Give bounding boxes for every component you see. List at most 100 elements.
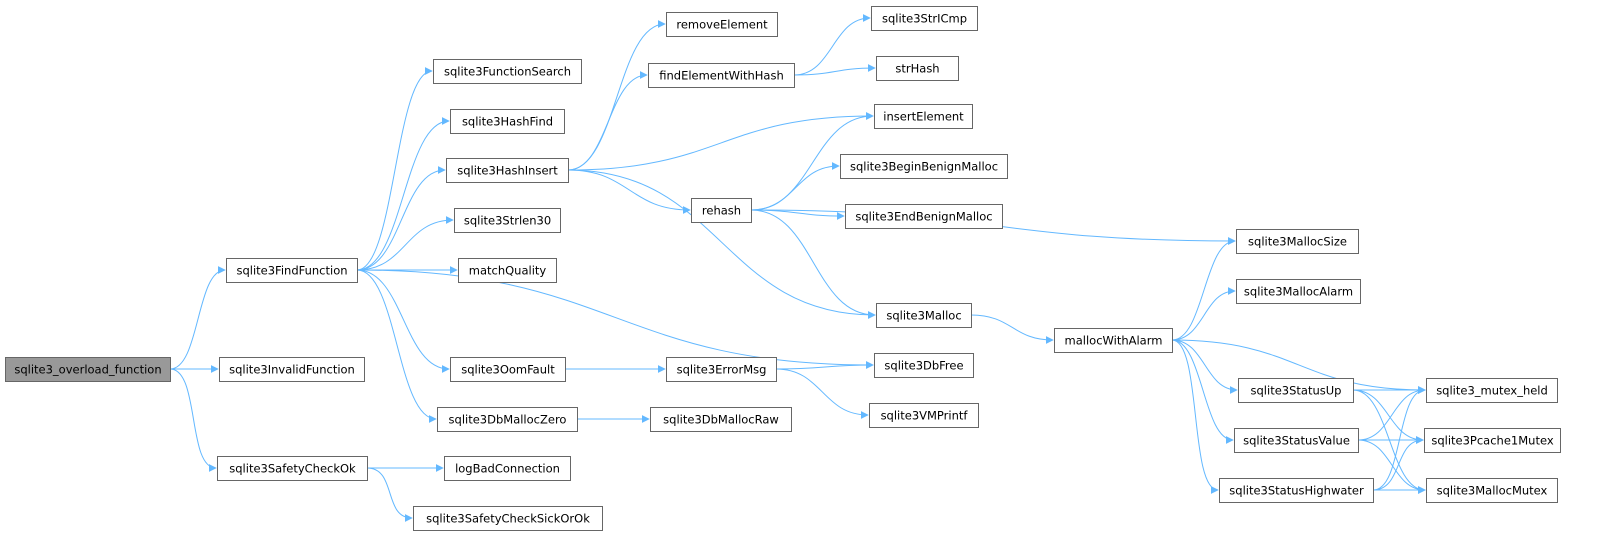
node-sqlite3-status-highwater[interactable]: sqlite3StatusHighwater [1219,478,1374,503]
edge-findelhash-to-strhash [793,64,876,76]
node-find-element-with-hash[interactable]: findElementWithHash [648,63,795,88]
node-sqlite3-begin-benign-malloc[interactable]: sqlite3BeginBenignMalloc [840,154,1008,179]
node-sqlite3-hash-find[interactable]: sqlite3HashFind [450,109,565,134]
node-box [1236,229,1359,254]
node-sqlite3-find-function[interactable]: sqlite3FindFunction [226,258,358,283]
node-sqlite3-safety-check-ok[interactable]: sqlite3SafetyCheckOk [217,456,368,481]
nodes-layer: sqlite3_overload_function sqlite3FindFunc… [5,6,1561,531]
edge-mallocalarm-fn-to-statusup [1171,339,1238,394]
node-log-bad-connection[interactable]: logBadConnection [444,456,571,481]
node-remove-element[interactable]: removeElement [666,12,778,37]
node-box [217,456,368,481]
edge-hashinsert-to-rehash [567,169,691,214]
edge-overload-to-findfunc [169,266,226,370]
node-str-hash[interactable]: strHash [876,56,959,81]
node-label: sqlite3Strlen30 [464,214,551,228]
node-box [876,303,972,328]
node-malloc-with-alarm[interactable]: mallocWithAlarm [1054,328,1173,353]
edge-mallocalarm-fn-to-mutexheld [1171,339,1426,394]
node-match-quality[interactable]: matchQuality [458,258,557,283]
node-sqlite3-db-malloc-raw[interactable]: sqlite3DbMallocRaw [650,407,792,432]
node-box [691,198,752,223]
node-box [845,204,1003,229]
node-label: insertElement [883,110,964,124]
node-sqlite3-vmprintf[interactable]: sqlite3VMPrintf [869,403,979,428]
node-label: sqlite3HashInsert [457,164,558,178]
edge-findfunc-to-hashinsert [356,166,446,271]
node-sqlite3-db-malloc-zero[interactable]: sqlite3DbMallocZero [437,407,578,432]
edge-findfunc-to-dbmalloczero [356,269,437,423]
node-box [219,357,365,382]
node-label: sqlite3MallocAlarm [1244,285,1353,299]
node-box [450,109,565,134]
node-label: sqlite3Pcache1Mutex [1431,434,1553,448]
node-sqlite3-malloc[interactable]: sqlite3Malloc [876,303,972,328]
node-box [876,56,959,81]
node-label: sqlite3DbMallocRaw [663,413,779,427]
node-label: logBadConnection [455,462,560,476]
node-label: removeElement [676,18,768,32]
node-sqlite3-hash-insert[interactable]: sqlite3HashInsert [446,158,569,183]
node-box [1234,428,1359,453]
node-sqlite3-end-benign-malloc[interactable]: sqlite3EndBenignMalloc [845,204,1003,229]
node-box [446,158,569,183]
node-sqlite3-invalid-function[interactable]: sqlite3InvalidFunction [219,357,365,382]
node-sqlite3-status-up[interactable]: sqlite3StatusUp [1238,378,1354,403]
node-box [454,208,561,233]
node-box [1236,279,1361,304]
edge-rehash-to-beginbenign [750,162,840,211]
node-box [458,258,557,283]
node-rehash[interactable]: rehash [691,198,752,223]
node-sqlite3-db-free[interactable]: sqlite3DbFree [874,353,974,378]
edge-safety-to-sickorok [366,467,413,522]
node-sqlite3-str-icmp[interactable]: sqlite3StrICmp [871,6,978,31]
node-sqlite3-malloc-size[interactable]: sqlite3MallocSize [1236,229,1359,254]
node-label: sqlite3MallocSize [1248,235,1347,249]
edge-overload-to-safety [169,368,217,472]
edge-malloc-to-mallocalarm-fn [970,314,1054,344]
edge-findfunc-to-strlen30 [356,216,454,271]
node-label: sqlite3FunctionSearch [444,65,571,79]
node-insert-element[interactable]: insertElement [874,104,973,129]
node-box [874,353,974,378]
node-label: sqlite3_mutex_held [1436,384,1548,398]
node-box [450,357,566,382]
edge-hashinsert-to-findelhash [567,71,648,171]
node-sqlite3-oom-fault[interactable]: sqlite3OomFault [450,357,566,382]
node-box [874,104,973,129]
edge-statusvalue-to-mallocmutex [1357,439,1426,494]
node-label: sqlite3HashFind [462,115,553,129]
node-sqlite3-status-value[interactable]: sqlite3StatusValue [1234,428,1359,453]
node-label: sqlite3StatusValue [1243,434,1350,448]
node-label: sqlite3_overload_function [14,363,161,377]
node-label: mallocWithAlarm [1065,334,1163,348]
node-sqlite3-malloc-mutex[interactable]: sqlite3MallocMutex [1426,478,1558,503]
node-sqlite3-safety-check-sick-or-ok[interactable]: sqlite3SafetyCheckSickOrOk [413,506,603,531]
node-label: matchQuality [469,264,547,278]
edge-rehash-to-malloc [750,209,876,319]
node-label: sqlite3DbFree [884,359,963,373]
edge-findfunc-to-hashfind [356,117,450,271]
node-sqlite3-error-msg[interactable]: sqlite3ErrorMsg [666,357,777,382]
edge-findfunc-to-oomfault [356,269,450,373]
node-sqlite3-strlen30[interactable]: sqlite3Strlen30 [454,208,561,233]
node-sqlite3-mutex-held[interactable]: sqlite3_mutex_held [1426,378,1558,403]
node-box [226,258,358,283]
edge-statushw-to-pcache [1372,436,1424,491]
node-sqlite3-function-search[interactable]: sqlite3FunctionSearch [433,59,582,84]
edge-mallocalarm-fn-to-mallocsize [1171,237,1236,341]
node-label: sqlite3SafetyCheckOk [229,462,356,476]
node-sqlite3-pcache1-mutex[interactable]: sqlite3Pcache1Mutex [1424,428,1561,453]
node-box [650,407,792,432]
node-label: sqlite3VMPrintf [881,409,969,423]
edge-statushw-to-mutexheld [1372,386,1426,491]
node-label: sqlite3ErrorMsg [677,363,767,377]
node-label: sqlite3StatusUp [1251,384,1342,398]
node-sqlite3-malloc-alarm[interactable]: sqlite3MallocAlarm [1236,279,1361,304]
edge-hashinsert-to-malloc [567,169,876,319]
node-label: sqlite3MallocMutex [1437,484,1548,498]
node-box [437,407,578,432]
node-sqlite3-overload-function[interactable]: sqlite3_overload_function [5,357,171,382]
node-label: sqlite3OomFault [461,363,555,377]
